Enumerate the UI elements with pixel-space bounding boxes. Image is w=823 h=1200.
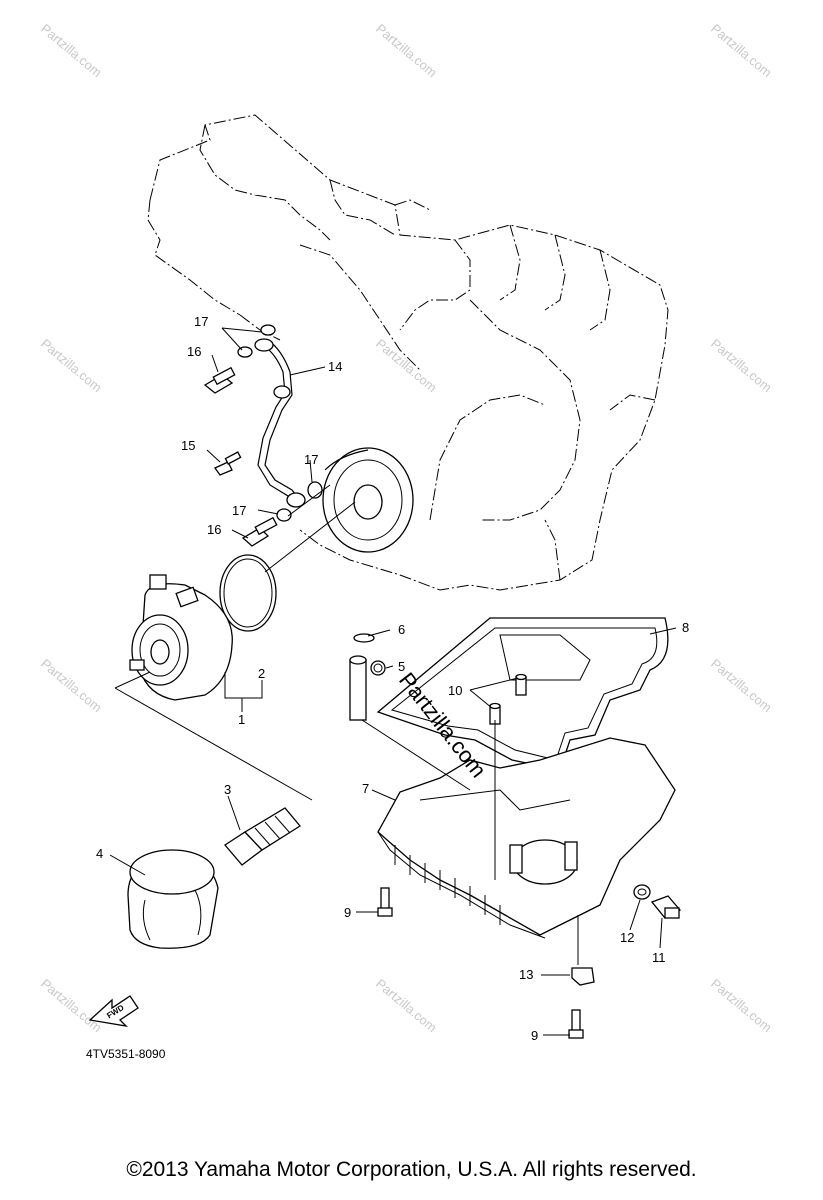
watermark: Partzilla.com bbox=[708, 656, 775, 715]
watermark: Partzilla.com bbox=[38, 336, 105, 395]
copper-washers bbox=[237, 324, 323, 522]
copyright-footer: ©2013 Yamaha Motor Corporation, U.S.A. A… bbox=[0, 1158, 823, 1182]
oil-strainer bbox=[349, 633, 386, 721]
o-ring bbox=[219, 554, 277, 632]
parts-diagram: Partzilla.com Partzilla.com Partzilla.co… bbox=[38, 21, 775, 1061]
watermark: Partzilla.com bbox=[373, 21, 440, 80]
callout-12: 12 bbox=[620, 930, 634, 945]
union-bolt-threaded bbox=[224, 807, 301, 866]
fwd-arrow-icon: FWD bbox=[88, 995, 139, 1027]
callout-9: 9 bbox=[531, 1028, 538, 1043]
oil-cooler bbox=[129, 574, 233, 701]
oil-filter bbox=[127, 849, 219, 949]
watermark: Partzilla.com bbox=[373, 336, 440, 395]
copyright-text: ©2013 Yamaha Motor Corporation, U.S.A. A… bbox=[126, 1158, 697, 1181]
watermark: Partzilla.com bbox=[38, 21, 105, 80]
callout-labels: 17 16 14 15 17 17 16 2 1 3 4 6 5 10 8 7 … bbox=[96, 314, 689, 1043]
union-bolts bbox=[203, 366, 278, 547]
callout-16: 16 bbox=[207, 522, 221, 537]
callout-5: 5 bbox=[398, 659, 405, 674]
watermark: Partzilla.com bbox=[38, 656, 105, 715]
watermark: Partzilla.com bbox=[373, 976, 440, 1035]
watermark: Partzilla.com bbox=[708, 336, 775, 395]
callout-4: 4 bbox=[96, 846, 103, 861]
callout-14: 14 bbox=[328, 359, 342, 374]
oil-pipe bbox=[254, 338, 306, 508]
engine-filter-mount bbox=[322, 447, 414, 553]
callout-15: 15 bbox=[181, 438, 195, 453]
watermark: Partzilla.com bbox=[708, 21, 775, 80]
drain-bolt bbox=[571, 884, 682, 986]
callout-6: 6 bbox=[398, 622, 405, 637]
callout-11: 11 bbox=[652, 950, 666, 965]
callout-8: 8 bbox=[682, 620, 689, 635]
callout-17: 17 bbox=[232, 503, 246, 518]
callout-10: 10 bbox=[448, 683, 462, 698]
callout-2: 2 bbox=[258, 666, 265, 681]
callout-3: 3 bbox=[224, 782, 231, 797]
callout-13: 13 bbox=[519, 967, 533, 982]
leader-lines bbox=[109, 327, 677, 1036]
assembly-lines bbox=[114, 484, 579, 965]
callout-16: 16 bbox=[187, 344, 201, 359]
callout-7: 7 bbox=[362, 781, 369, 796]
engine-outline bbox=[147, 114, 669, 591]
callout-1: 1 bbox=[238, 712, 245, 727]
o-ring-inner bbox=[223, 558, 273, 628]
callout-17: 17 bbox=[194, 314, 208, 329]
watermark: Partzilla.com bbox=[38, 976, 105, 1035]
watermark: Partzilla.com bbox=[708, 976, 775, 1035]
oil-pan bbox=[377, 737, 676, 939]
callout-17: 17 bbox=[304, 452, 318, 467]
pan-bolts bbox=[377, 887, 584, 1039]
callout-9: 9 bbox=[344, 905, 351, 920]
diagram-part-number: 4TV5351-8090 bbox=[86, 1047, 166, 1061]
